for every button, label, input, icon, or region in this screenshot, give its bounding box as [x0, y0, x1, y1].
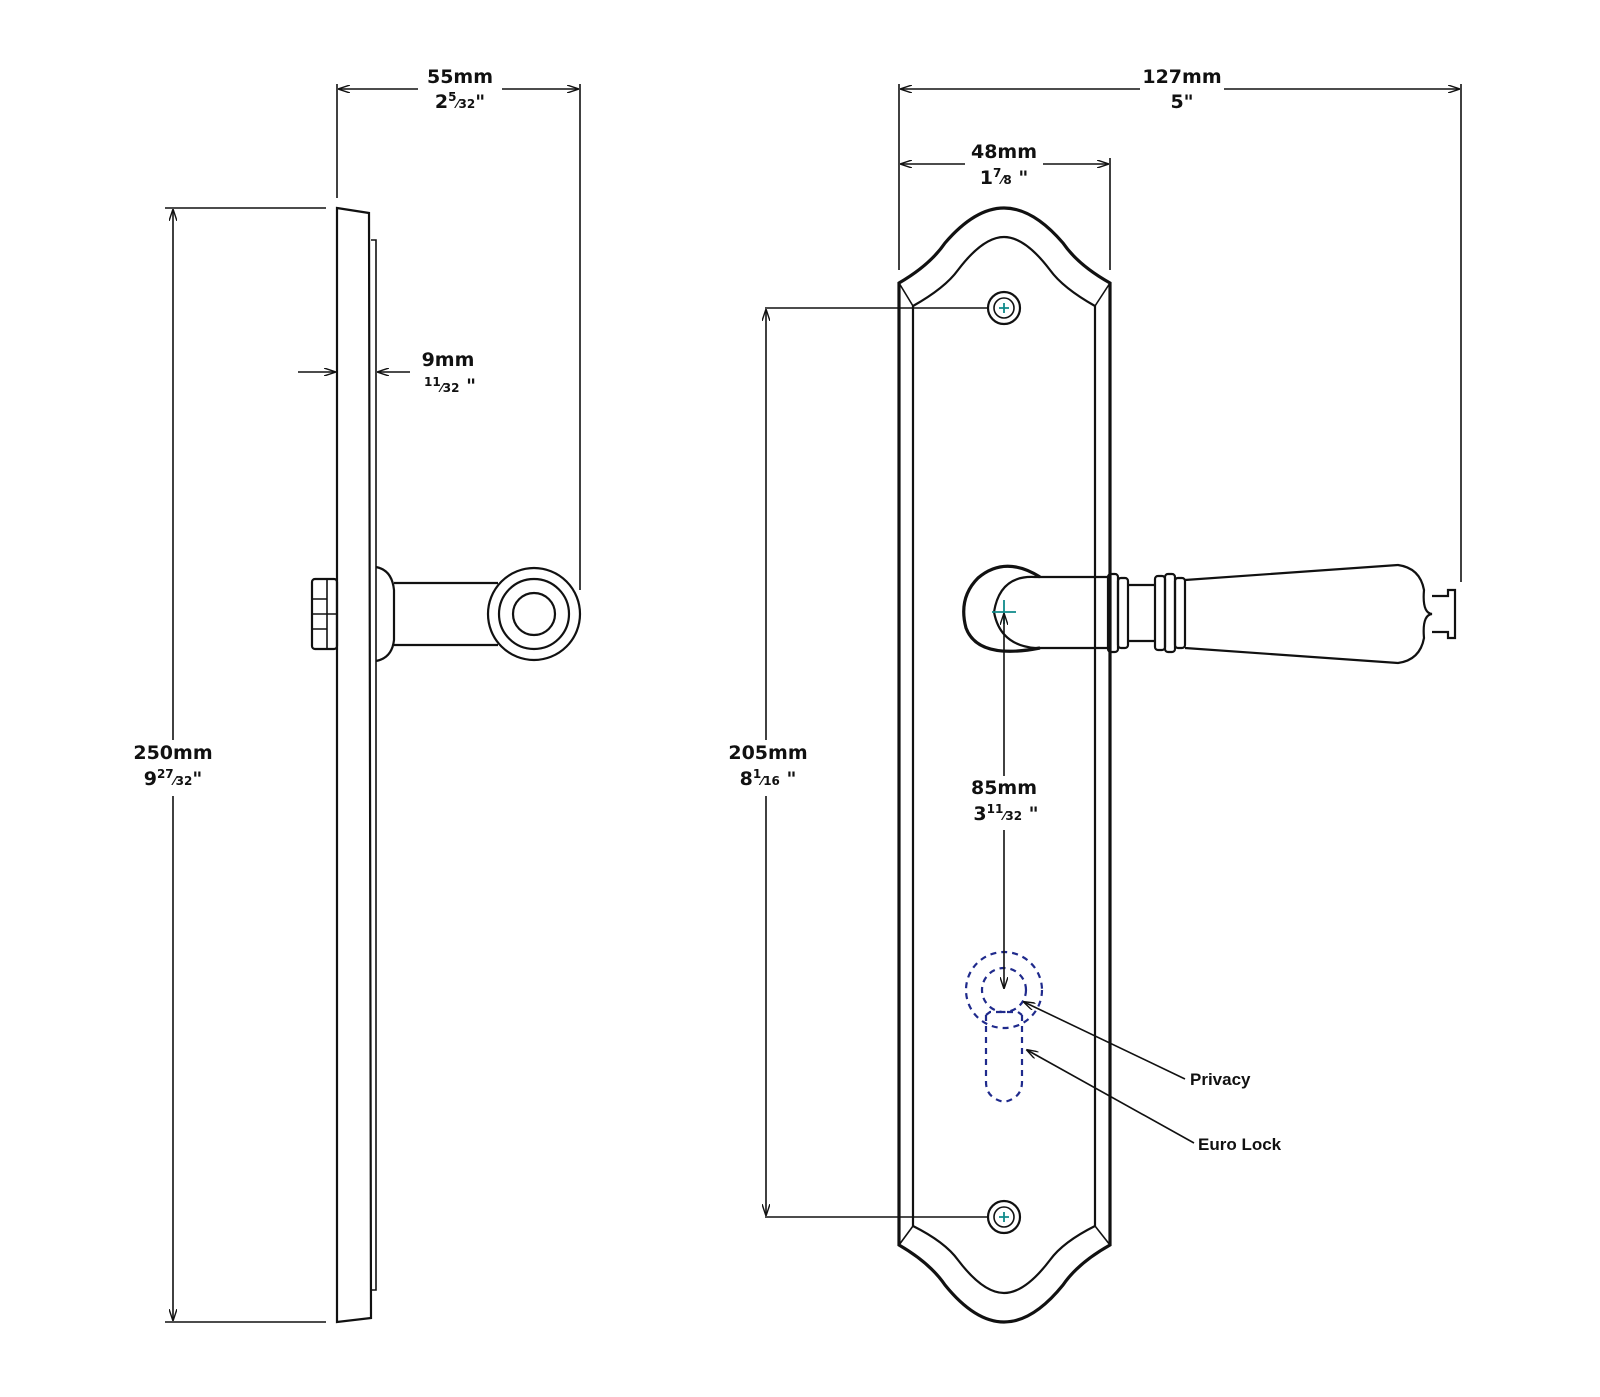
dim-height-inch: 927⁄32"	[144, 767, 203, 790]
top-screw	[986, 290, 1022, 326]
lever-handle	[962, 563, 1457, 665]
callout-euro-lock: Euro Lock	[1198, 1135, 1282, 1154]
dim-overall-width-inch: 5"	[1170, 91, 1193, 113]
leader-privacy	[1024, 1002, 1186, 1080]
dim-backset-inch: 311⁄32 "	[973, 802, 1038, 825]
dim-height-mm: 250mm	[133, 742, 212, 764]
side-rose	[375, 565, 396, 663]
side-plate-outline	[335, 206, 373, 1324]
side-lever-end	[486, 566, 582, 662]
dim-projection-inch: 25⁄32"	[435, 90, 485, 113]
dim-screw-centers-inch: 81⁄16 "	[740, 767, 797, 790]
side-spindle-nut	[310, 577, 339, 651]
front-view: 127mm 5" 48mm 17⁄8 " 205mm 81⁄16 " 85mm …	[725, 64, 1462, 1324]
callout-privacy: Privacy	[1190, 1070, 1251, 1089]
side-plate-inner-lip	[371, 239, 377, 1291]
dim-backset-mm: 85mm	[971, 777, 1037, 799]
dim-screw-centers-mm: 205mm	[728, 742, 807, 764]
bottom-screw	[986, 1199, 1022, 1235]
dim-plate-width-mm: 48mm	[971, 141, 1037, 163]
dim-thickness-mm: 9mm	[422, 349, 475, 371]
dim-projection-mm: 55mm	[427, 66, 493, 88]
dim-plate-width-inch: 17⁄8 "	[980, 166, 1028, 189]
leader-euro-lock	[1027, 1050, 1195, 1144]
dim-thickness-inch: 11⁄32 "	[424, 375, 476, 397]
dim-overall-width-mm: 127mm	[1142, 66, 1221, 88]
side-view: 55mm 25⁄32" 9mm 11⁄32 " 250mm 927⁄32"	[128, 64, 582, 1324]
